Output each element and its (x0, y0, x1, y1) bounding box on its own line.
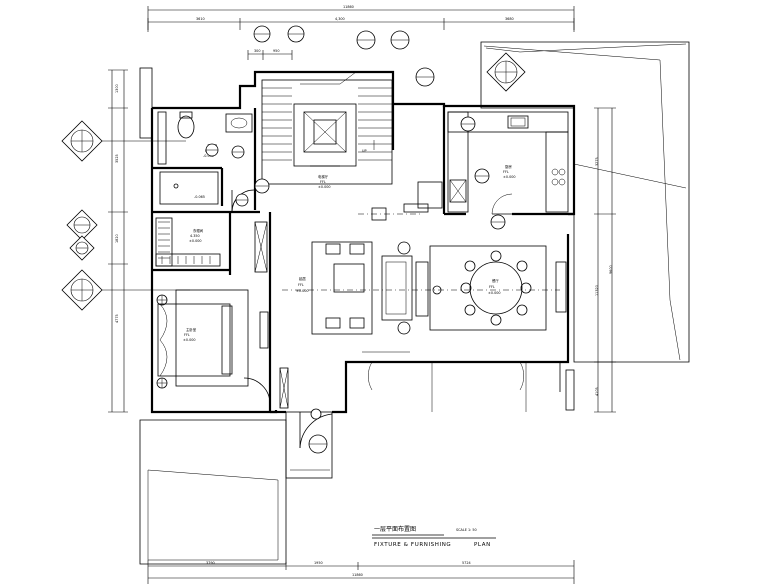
shower-level: -0.065 (194, 195, 205, 199)
walls (150, 70, 576, 414)
dining-room: 餐厅 FFL ±0.000 (429, 245, 567, 331)
armchair-bottom-2 (349, 317, 365, 329)
title-scale: SCALE 1: 50 (456, 528, 477, 532)
stair-and-lift: UP (261, 71, 393, 185)
living-name: 起居 (299, 276, 306, 281)
lift-hall-name: 电梯厅 (318, 174, 329, 179)
vanity (225, 113, 253, 133)
stair-up-label: UP (362, 149, 367, 153)
living-level: ±0.000 (296, 289, 309, 293)
dining-sideboard (555, 261, 567, 313)
shower-tray (159, 171, 219, 205)
coffee-table (333, 263, 365, 293)
kitchen-sink (507, 115, 529, 129)
dining-name: 餐厅 (492, 278, 499, 283)
dim-left-part-4: 4775 (115, 314, 119, 323)
kitchen-level: ±0.000 (503, 175, 516, 179)
dim-bottom-part-2: 1950 (314, 561, 323, 565)
cloak-ref: 4.350 (190, 234, 200, 238)
dim-bottom-total: 11860 (352, 573, 363, 577)
dim-top-small-1: 300 (254, 49, 260, 53)
sofa-console (415, 261, 429, 317)
dim-top-part-2: 4,300 (335, 17, 345, 21)
dim-left-part-3: 1820 (115, 234, 119, 243)
toilet-level: -0.035 (203, 154, 214, 158)
lift-hall-ref: FFL (320, 180, 326, 184)
dining-level: ±0.000 (488, 291, 501, 295)
dining-area-outline (429, 245, 547, 331)
master-bedroom: 主卧室 FFL ±0.000 (156, 289, 269, 389)
floor-lamp-bottom (397, 321, 411, 335)
dim-bottom-part-3: 5724 (462, 561, 471, 565)
dim-right-part-3: 4105 (595, 387, 599, 396)
armchair-bottom-1 (325, 317, 341, 329)
bottom-dimension-lines: 3790 1950 5724 11860 (147, 560, 575, 584)
title-en-left: FIXTURE & FURNISHING (374, 542, 451, 548)
armchair-top-1 (325, 243, 341, 255)
cloak-level: ±0.000 (189, 239, 202, 243)
dim-right-total: 9600 (609, 265, 613, 274)
dim-top-part-3: 3680 (505, 17, 514, 21)
dining-ref: FFL (489, 285, 495, 289)
lift-shaft (293, 103, 357, 167)
kitchen-name: 厨房 (505, 164, 512, 169)
terraces (139, 41, 690, 565)
lift-car (303, 111, 347, 153)
drawing-title: 一层平面布置图 SCALE 1: 50 FIXTURE & FURNISHING… (372, 525, 496, 548)
living-rug (311, 241, 373, 335)
floor-lamp-top (397, 241, 411, 255)
living-ref: FFL (298, 283, 304, 287)
dim-right-part-2: 11320 (595, 285, 599, 296)
dim-left-part-1: 1300 (115, 84, 119, 93)
lift-hall: 电梯厅 FFL ±0.000 (318, 174, 443, 221)
title-en-right: PLAN (474, 542, 491, 548)
dim-top-small-2: 950 (273, 49, 279, 53)
dim-left-part-2: 3525 (115, 154, 119, 163)
left-dimension-lines: 1300 3525 1820 4775 (108, 69, 128, 413)
rug (175, 289, 249, 387)
toilet-bowl (177, 115, 195, 139)
stair-treads (262, 71, 392, 161)
right-dimension-lines: 3275 11320 4105 9600 (594, 107, 616, 413)
kitchen-counter-right (545, 131, 569, 213)
dining-table (469, 261, 523, 315)
dim-right-part-1: 3275 (595, 157, 599, 166)
bedroom-ref: FFL (184, 333, 190, 337)
dim-top-part-1: 3610 (196, 17, 205, 21)
living-room: 起居 FFL ±0.000 (282, 241, 560, 335)
top-dimension-lines: 11860 3610 4,300 3680 300 950 (147, 5, 575, 60)
dim-bottom-part-1: 3790 (206, 561, 215, 565)
lift-hall-level: ±0.000 (318, 185, 331, 189)
bedroom-name: 主卧室 (186, 327, 197, 332)
entry-cabinet (417, 181, 443, 209)
kitchen-ref: FFL (503, 170, 509, 174)
cloak-name: 衣帽间 (193, 228, 204, 233)
cloak-room: 衣帽间 4.350 ±0.000 (155, 217, 268, 273)
armchair-top-2 (349, 243, 365, 255)
kitchen-counter-left (447, 111, 469, 213)
dim-top-total: 11860 (343, 5, 354, 9)
doors (231, 189, 575, 449)
bedroom-tv-cabinet (259, 311, 269, 349)
kitchen: 厨房 FFL ±0.000 (447, 111, 569, 215)
bedroom-level: ±0.000 (183, 338, 196, 342)
title-cn: 一层平面布置图 (374, 525, 416, 533)
bed (157, 303, 231, 377)
elevation-markers (61, 25, 526, 454)
sofa (381, 255, 413, 321)
